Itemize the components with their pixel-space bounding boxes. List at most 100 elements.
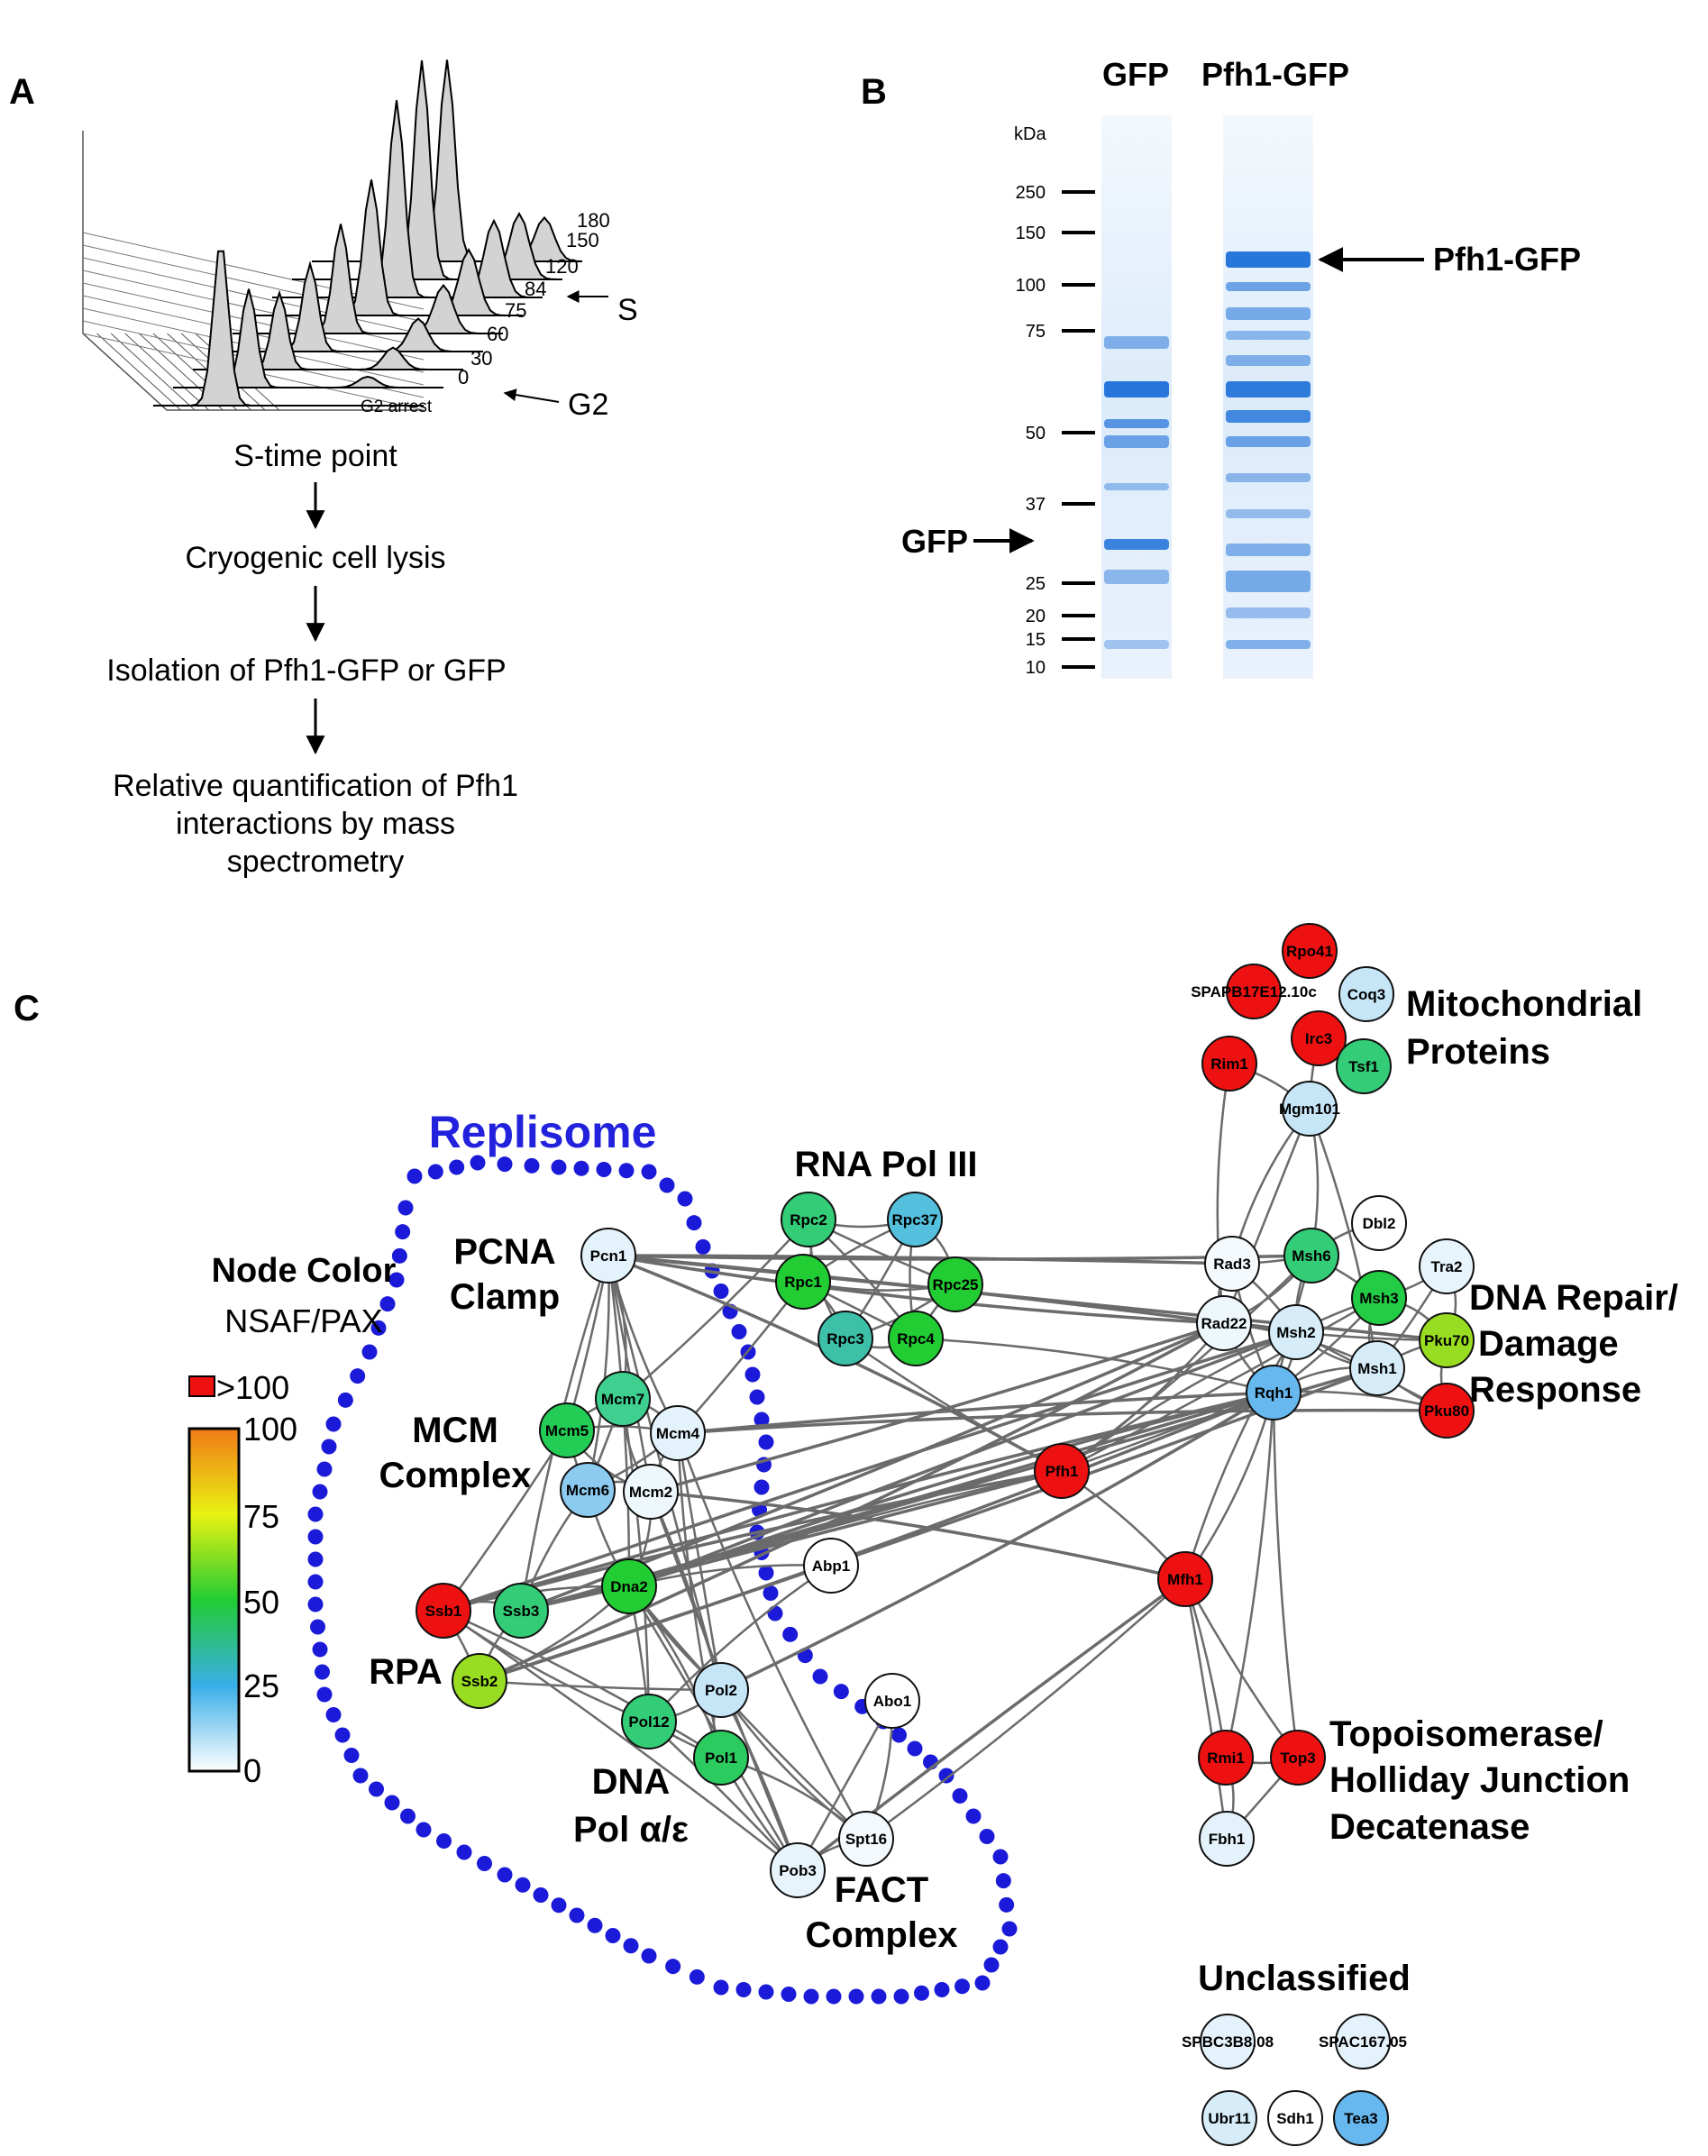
panel-c: C Replisome Node Color NSAF/PAX >100 100… <box>14 923 1678 2146</box>
timepoint-label: 180 <box>577 209 610 232</box>
node-circle <box>693 1730 749 1786</box>
network-node: Tsf1 <box>1336 1038 1392 1094</box>
node-label: Rqh1 <box>1255 1384 1293 1402</box>
boundary-dot <box>848 1988 864 2005</box>
boundary-dot <box>551 1159 567 1175</box>
node-circle <box>1335 2014 1391 2069</box>
node-circle <box>1204 1236 1260 1292</box>
boundary-dot <box>337 1392 353 1408</box>
node-circle <box>1333 2090 1389 2146</box>
gel-band <box>1226 640 1311 649</box>
network-node: Rmi1 <box>1198 1730 1254 1786</box>
cluster-label-dna-pol-2: Pol α/ε <box>573 1810 689 1850</box>
node-circle <box>817 1311 873 1366</box>
flow-step-4a: Relative quantification of Pfh1 <box>113 769 518 803</box>
boundary-dot <box>952 1788 968 1804</box>
node-circle <box>650 1405 706 1461</box>
gel-band <box>1226 473 1311 482</box>
network-edge <box>650 1490 1186 1581</box>
boundary-dot <box>307 1529 324 1545</box>
boundary-dot <box>605 1928 621 1943</box>
boundary-dot <box>416 1822 432 1838</box>
gel-band <box>1104 435 1169 448</box>
boundary-dot <box>573 1160 589 1176</box>
network-edge <box>479 1321 1225 1683</box>
ladder-label: 25 <box>1026 574 1046 594</box>
node-label: Mcm6 <box>566 1482 609 1499</box>
network-edge <box>1061 1391 1274 1473</box>
network-node: SPAPB17E12.10c <box>1191 964 1317 1019</box>
boundary-dot <box>677 1191 693 1207</box>
boundary-dot <box>312 1484 328 1500</box>
network-node: Ssb1 <box>416 1583 471 1639</box>
gel-band <box>1226 251 1311 268</box>
network-node: Mfh1 <box>1157 1551 1213 1607</box>
boundary-dot <box>350 1368 366 1384</box>
network-edge <box>607 1254 1225 1325</box>
gel-band <box>1226 509 1311 518</box>
pfh1-gfp-band-label: Pfh1-GFP <box>1433 241 1581 278</box>
boundary-dot <box>456 1844 472 1860</box>
node-label: Rpc37 <box>891 1211 937 1229</box>
node-label: Tra2 <box>1431 1258 1463 1275</box>
network-node: Msh6 <box>1283 1228 1339 1284</box>
timepoint-label: 30 <box>470 347 492 370</box>
boundary-dot <box>325 1416 342 1432</box>
network-node: Abp1 <box>803 1538 859 1594</box>
node-circle <box>781 1192 836 1247</box>
gfp-band-label: GFP <box>901 523 968 560</box>
node-circle <box>1201 1036 1257 1092</box>
node-circle <box>1196 1295 1252 1351</box>
node-circle <box>1336 1038 1392 1094</box>
node-label: Pfh1 <box>1046 1463 1079 1480</box>
network-edge <box>650 1321 1225 1494</box>
boundary-dot <box>379 1296 396 1312</box>
network-node: SPAC167.05 <box>1319 2014 1407 2069</box>
node-label: Rad22 <box>1201 1315 1247 1332</box>
boundary-dot <box>833 1684 849 1700</box>
ladder-label: 150 <box>1016 224 1046 243</box>
g2-arrow <box>503 388 560 403</box>
boundary-dot <box>754 1479 770 1495</box>
node-circle <box>539 1402 595 1458</box>
node-label: SPAC167.05 <box>1319 2033 1407 2051</box>
boundary-dot <box>974 1975 991 1991</box>
boundary-dot <box>312 1641 328 1658</box>
node-label: Pcn1 <box>590 1247 627 1265</box>
network-edge <box>865 1578 1186 1841</box>
node-label: Pku80 <box>1424 1402 1469 1420</box>
node-label: Mcm5 <box>545 1422 589 1439</box>
boundary-dot <box>713 1979 729 1996</box>
gel-band <box>1104 570 1169 584</box>
network-node: Pob3 <box>770 1842 826 1898</box>
ladder-label: 15 <box>1026 630 1046 650</box>
timepoint-label: 150 <box>566 229 599 251</box>
network-edge <box>915 1337 1274 1394</box>
network-edge <box>443 1609 722 1759</box>
boundary-dot <box>623 1938 639 1954</box>
legend-over-label: >100 <box>216 1369 289 1406</box>
gel-band <box>1226 571 1311 592</box>
network-node: Pol1 <box>693 1730 749 1786</box>
node-circle <box>1283 1228 1339 1284</box>
lane-label-pfh1-gfp: Pfh1-GFP <box>1201 56 1349 93</box>
boundary-dot <box>907 1740 923 1757</box>
node-circle <box>1034 1443 1090 1499</box>
network-edge <box>1222 1108 1311 1324</box>
boundary-dot <box>515 1877 531 1893</box>
node-label: Ssb3 <box>503 1603 540 1620</box>
ladder-label: 250 <box>1016 183 1046 203</box>
gel-band <box>1226 544 1311 556</box>
network-edge <box>1183 1331 1298 1580</box>
node-circle <box>1199 1811 1255 1867</box>
boundary-dot <box>992 1849 1009 1865</box>
boundary-dot <box>754 1411 770 1428</box>
node-circle <box>580 1228 636 1284</box>
node-circle <box>1198 1730 1254 1786</box>
network-node: Rpo41 <box>1282 923 1338 979</box>
gel-band <box>1226 410 1311 423</box>
boundary-dot <box>781 1987 797 2002</box>
node-circle <box>927 1256 983 1312</box>
